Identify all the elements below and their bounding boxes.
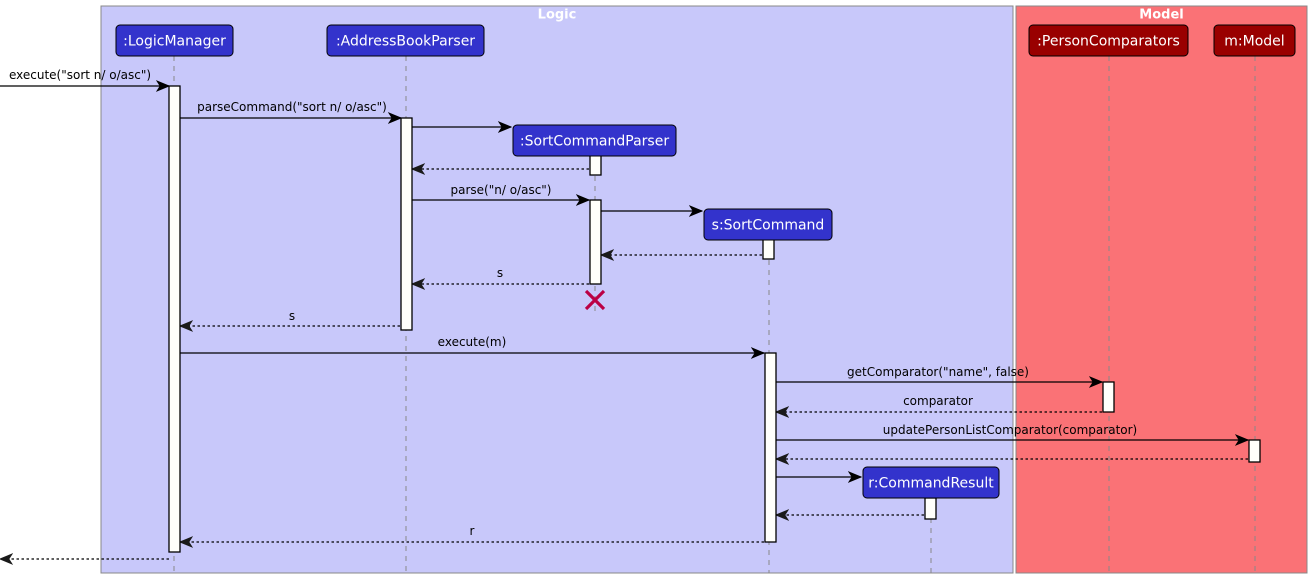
activation-bar-commandresult: [924, 497, 937, 520]
activations-layer: [168, 85, 1261, 553]
participant-box-personcomparators[interactable]: [1028, 24, 1189, 57]
participant-box-addressbookparser[interactable]: [326, 24, 485, 57]
message-m2: parseCommand("sort n/ o/asc"): [180, 100, 403, 124]
message-label-m2: parseCommand("sort n/ o/asc"): [197, 100, 387, 114]
message-label-m17: r: [470, 524, 475, 538]
message-label-m11: getComparator("name", false): [847, 365, 1029, 379]
message-m9: s: [178, 309, 400, 332]
destroy-x-stroke-2: [584, 289, 606, 311]
message-label-m10: execute(m): [438, 335, 507, 349]
participant-sortcommand[interactable]: s:SortCommand: [703, 208, 833, 241]
participant-box-logicmanager[interactable]: [115, 24, 234, 57]
message-m12: comparator: [774, 394, 1102, 418]
participant-personcomparators[interactable]: :PersonComparators: [1028, 24, 1189, 57]
participant-commandresult[interactable]: r:CommandResult: [862, 466, 1000, 499]
participant-label-sortcommandparser: :SortCommandParser: [520, 134, 669, 150]
package-body-model: [1015, 5, 1308, 574]
participant-box-sortcommandparser[interactable]: [512, 124, 677, 157]
message-m5: parse("n/ o/asc"): [412, 183, 591, 206]
participant-model[interactable]: m:Model: [1213, 24, 1296, 57]
package-title-logic: Logic: [538, 8, 577, 23]
message-m1: execute("sort n/ o/asc"): [0, 68, 171, 92]
activation-bar-sortcommandparser: [589, 199, 602, 285]
participant-sortcommandparser[interactable]: :SortCommandParser: [512, 124, 677, 157]
message-label-m5: parse("n/ o/asc"): [451, 183, 552, 197]
activation-bar-sortcommand: [762, 237, 775, 260]
destroy-markers-layer: [584, 289, 606, 311]
activation-bar-model: [1248, 439, 1261, 463]
message-label-m1: execute("sort n/ o/asc"): [9, 68, 151, 82]
participant-logicmanager[interactable]: :LogicManager: [115, 24, 234, 57]
participant-label-personcomparators: :PersonComparators: [1037, 34, 1180, 50]
participant-label-sortcommand: s:SortCommand: [712, 218, 825, 234]
message-m17: r: [178, 524, 764, 548]
activation-bar-logicmanager: [168, 85, 181, 553]
participant-box-sortcommand[interactable]: [703, 208, 833, 241]
message-label-m8: s: [497, 266, 503, 280]
package-title-model: Model: [1139, 8, 1183, 23]
participant-label-commandresult: r:CommandResult: [868, 476, 994, 492]
destroy-marker-sortcommandparser: [584, 289, 606, 311]
message-label-m12: comparator: [903, 394, 973, 408]
message-m11: getComparator("name", false): [776, 365, 1104, 388]
message-m13: updatePersonListComparator(comparator): [776, 423, 1250, 446]
activation-bar-sortcommand: [764, 352, 777, 543]
message-label-m9: s: [289, 309, 295, 323]
packages-layer: Logic Model: [100, 5, 1308, 574]
activation-bar-personcomparators: [1102, 381, 1115, 413]
participant-label-model: m:Model: [1224, 34, 1284, 50]
participant-label-addressbookparser: :AddressBookParser: [336, 34, 475, 50]
participant-label-logicmanager: :LogicManager: [123, 34, 226, 50]
package-model: Model: [1015, 5, 1308, 574]
message-label-m13: updatePersonListComparator(comparator): [883, 423, 1137, 437]
activation-bar-addressbookparser: [400, 117, 413, 331]
message-m8: s: [410, 266, 589, 290]
participant-box-model[interactable]: [1213, 24, 1296, 57]
messages-layer: execute("sort n/ o/asc") parseCommand("so…: [0, 68, 1250, 565]
participant-box-commandresult[interactable]: [862, 466, 1000, 499]
message-m10: execute(m): [180, 335, 766, 359]
participants-layer: :LogicManager :AddressBookParser :SortComm…: [115, 24, 1296, 499]
participant-addressbookparser[interactable]: :AddressBookParser: [326, 24, 485, 57]
